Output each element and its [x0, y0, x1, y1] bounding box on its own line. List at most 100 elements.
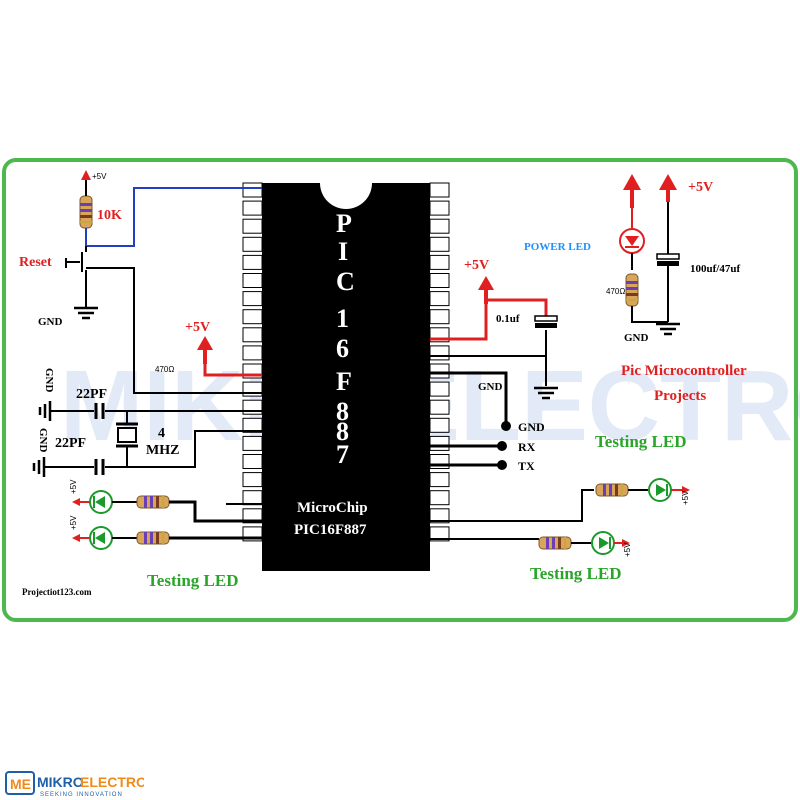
- pic-projects-line-1: Pic Microcontroller: [621, 363, 747, 379]
- chip-pin-right: [429, 417, 450, 433]
- website-label: Projectiot123.com: [22, 587, 92, 597]
- reset-label: Reset: [19, 255, 52, 270]
- chip-title-char: 8: [336, 417, 349, 446]
- pin-number-left: 16: [270, 455, 284, 470]
- cap-01uf: [534, 315, 558, 328]
- r470-power-label: 470Ω: [606, 287, 625, 296]
- plus5v-arrow-cap: [659, 174, 677, 202]
- chip-pin-right: [429, 218, 450, 234]
- chip-pin-right: [429, 182, 450, 198]
- chip-pin-right: [429, 363, 450, 379]
- mikroelectron-logo: ME MIKRO ELECTRON SEEKING INNOVATION: [5, 771, 144, 798]
- diagram-border: [2, 158, 798, 622]
- chip-title-char: I: [338, 237, 348, 266]
- pin-number-right: 22: [407, 509, 420, 524]
- logo-badge: [5, 771, 35, 795]
- chip-pin-right: [429, 435, 450, 451]
- gnd-label-vertical-2: GND: [37, 428, 49, 453]
- crystal-unit: MHZ: [146, 443, 179, 458]
- chip-title-char: 1: [336, 304, 349, 333]
- chip-pin-left: [242, 273, 263, 288]
- pin-number-left: 8: [270, 310, 277, 325]
- right-pin-stubs: [429, 182, 450, 542]
- pin-number-right: 31: [407, 346, 420, 361]
- chip-pin-right: [429, 399, 450, 415]
- pin-number-left: 11: [270, 364, 282, 379]
- pin-number-right: 39: [407, 201, 421, 216]
- led-supply-label-right-2: +5V: [623, 542, 632, 557]
- cap-100uf-label: 100uf/47uf: [690, 263, 740, 275]
- chip-pin-left: [242, 309, 263, 325]
- chip-pin-left: [242, 454, 263, 469]
- chip-pin-right: [429, 236, 450, 252]
- plus5v-label: +5V: [185, 320, 210, 335]
- chip-pin-left: [242, 291, 263, 307]
- chip-pin-left: [242, 236, 263, 252]
- pin-number-left: 19: [270, 509, 284, 524]
- logo-name-a: MIKRO: [37, 774, 84, 790]
- pin-number-right: 36: [407, 255, 421, 270]
- pullup-resistor: [79, 180, 93, 229]
- pin-number-right: 27: [407, 418, 421, 433]
- pin-number-right: 33: [407, 310, 421, 325]
- chip-pin-right: [429, 200, 450, 216]
- pin-number-right: 30: [407, 364, 420, 379]
- led-supply-label-right-1: +5V: [681, 490, 690, 505]
- plus5v-small-arrow-top: [81, 170, 91, 180]
- pin-number-right: 32: [407, 328, 420, 343]
- pin-number-left: 15: [270, 436, 284, 451]
- r470-small-label: 470Ω: [155, 365, 174, 374]
- chip-pin-left: [242, 417, 263, 433]
- pin-number-left: 18: [270, 491, 284, 506]
- test-led-right-1: [430, 478, 690, 522]
- chip-pin-left: [242, 200, 263, 216]
- chip-title-char: 6: [336, 334, 349, 363]
- pin-number-right: 29: [407, 382, 421, 397]
- gnd-side-1: [38, 399, 52, 423]
- chip-pin-left: [242, 218, 263, 234]
- gnd-side-2: [32, 455, 46, 479]
- pin-number-right: 23: [407, 491, 421, 506]
- chip-pin-left: [242, 399, 263, 415]
- reset-wire: [85, 187, 262, 247]
- pin-number-left: 2: [270, 201, 277, 216]
- resistor-10k-label: 10K: [97, 208, 122, 223]
- testing-led-label-left: Testing LED: [147, 571, 238, 590]
- crystal-value: 4: [158, 426, 165, 441]
- chip-pin-right: [429, 291, 450, 307]
- pin-number-left: 14: [270, 418, 284, 433]
- chip-pin-left: [242, 508, 263, 524]
- gnd-symbol-power: [654, 322, 682, 336]
- cap-01uf-label: 0.1uf: [496, 313, 520, 325]
- rx-label: RX: [518, 440, 536, 454]
- tx-label: TX: [518, 459, 535, 473]
- logo-tagline: SEEKING INNOVATION: [40, 792, 123, 798]
- chip-title-char: 7: [336, 440, 349, 469]
- cap-22pf-label-2: 22PF: [55, 436, 86, 451]
- pin-number-right: 38: [407, 219, 421, 234]
- chip-pin-left: [242, 327, 263, 343]
- pin-number-right: 34: [407, 292, 421, 307]
- pic-chip: [242, 182, 450, 571]
- chip-pin-right: [429, 526, 450, 542]
- crystal: [116, 411, 138, 467]
- gnd-pin-label: GND: [518, 420, 545, 434]
- chip-title-char: F: [336, 367, 352, 396]
- chip-pin-right: [429, 472, 450, 488]
- chip-pin-right: [429, 273, 450, 288]
- pin-number-left: 10: [270, 346, 283, 361]
- pin-number-left: 7: [270, 292, 277, 307]
- led-supply-label-left-1: +5V: [69, 479, 78, 494]
- chip-pin-right: [429, 309, 450, 325]
- pin-number-left: 6: [270, 274, 277, 289]
- chip-pin-left: [242, 472, 263, 488]
- pin-number-left: 17: [270, 473, 284, 488]
- test-led-left-2: [72, 526, 262, 550]
- test-led-right-2: [430, 531, 630, 555]
- pin-number-left: 1: [270, 183, 277, 198]
- chip-pin-right: [429, 381, 450, 397]
- chip-pin-right: [429, 345, 450, 361]
